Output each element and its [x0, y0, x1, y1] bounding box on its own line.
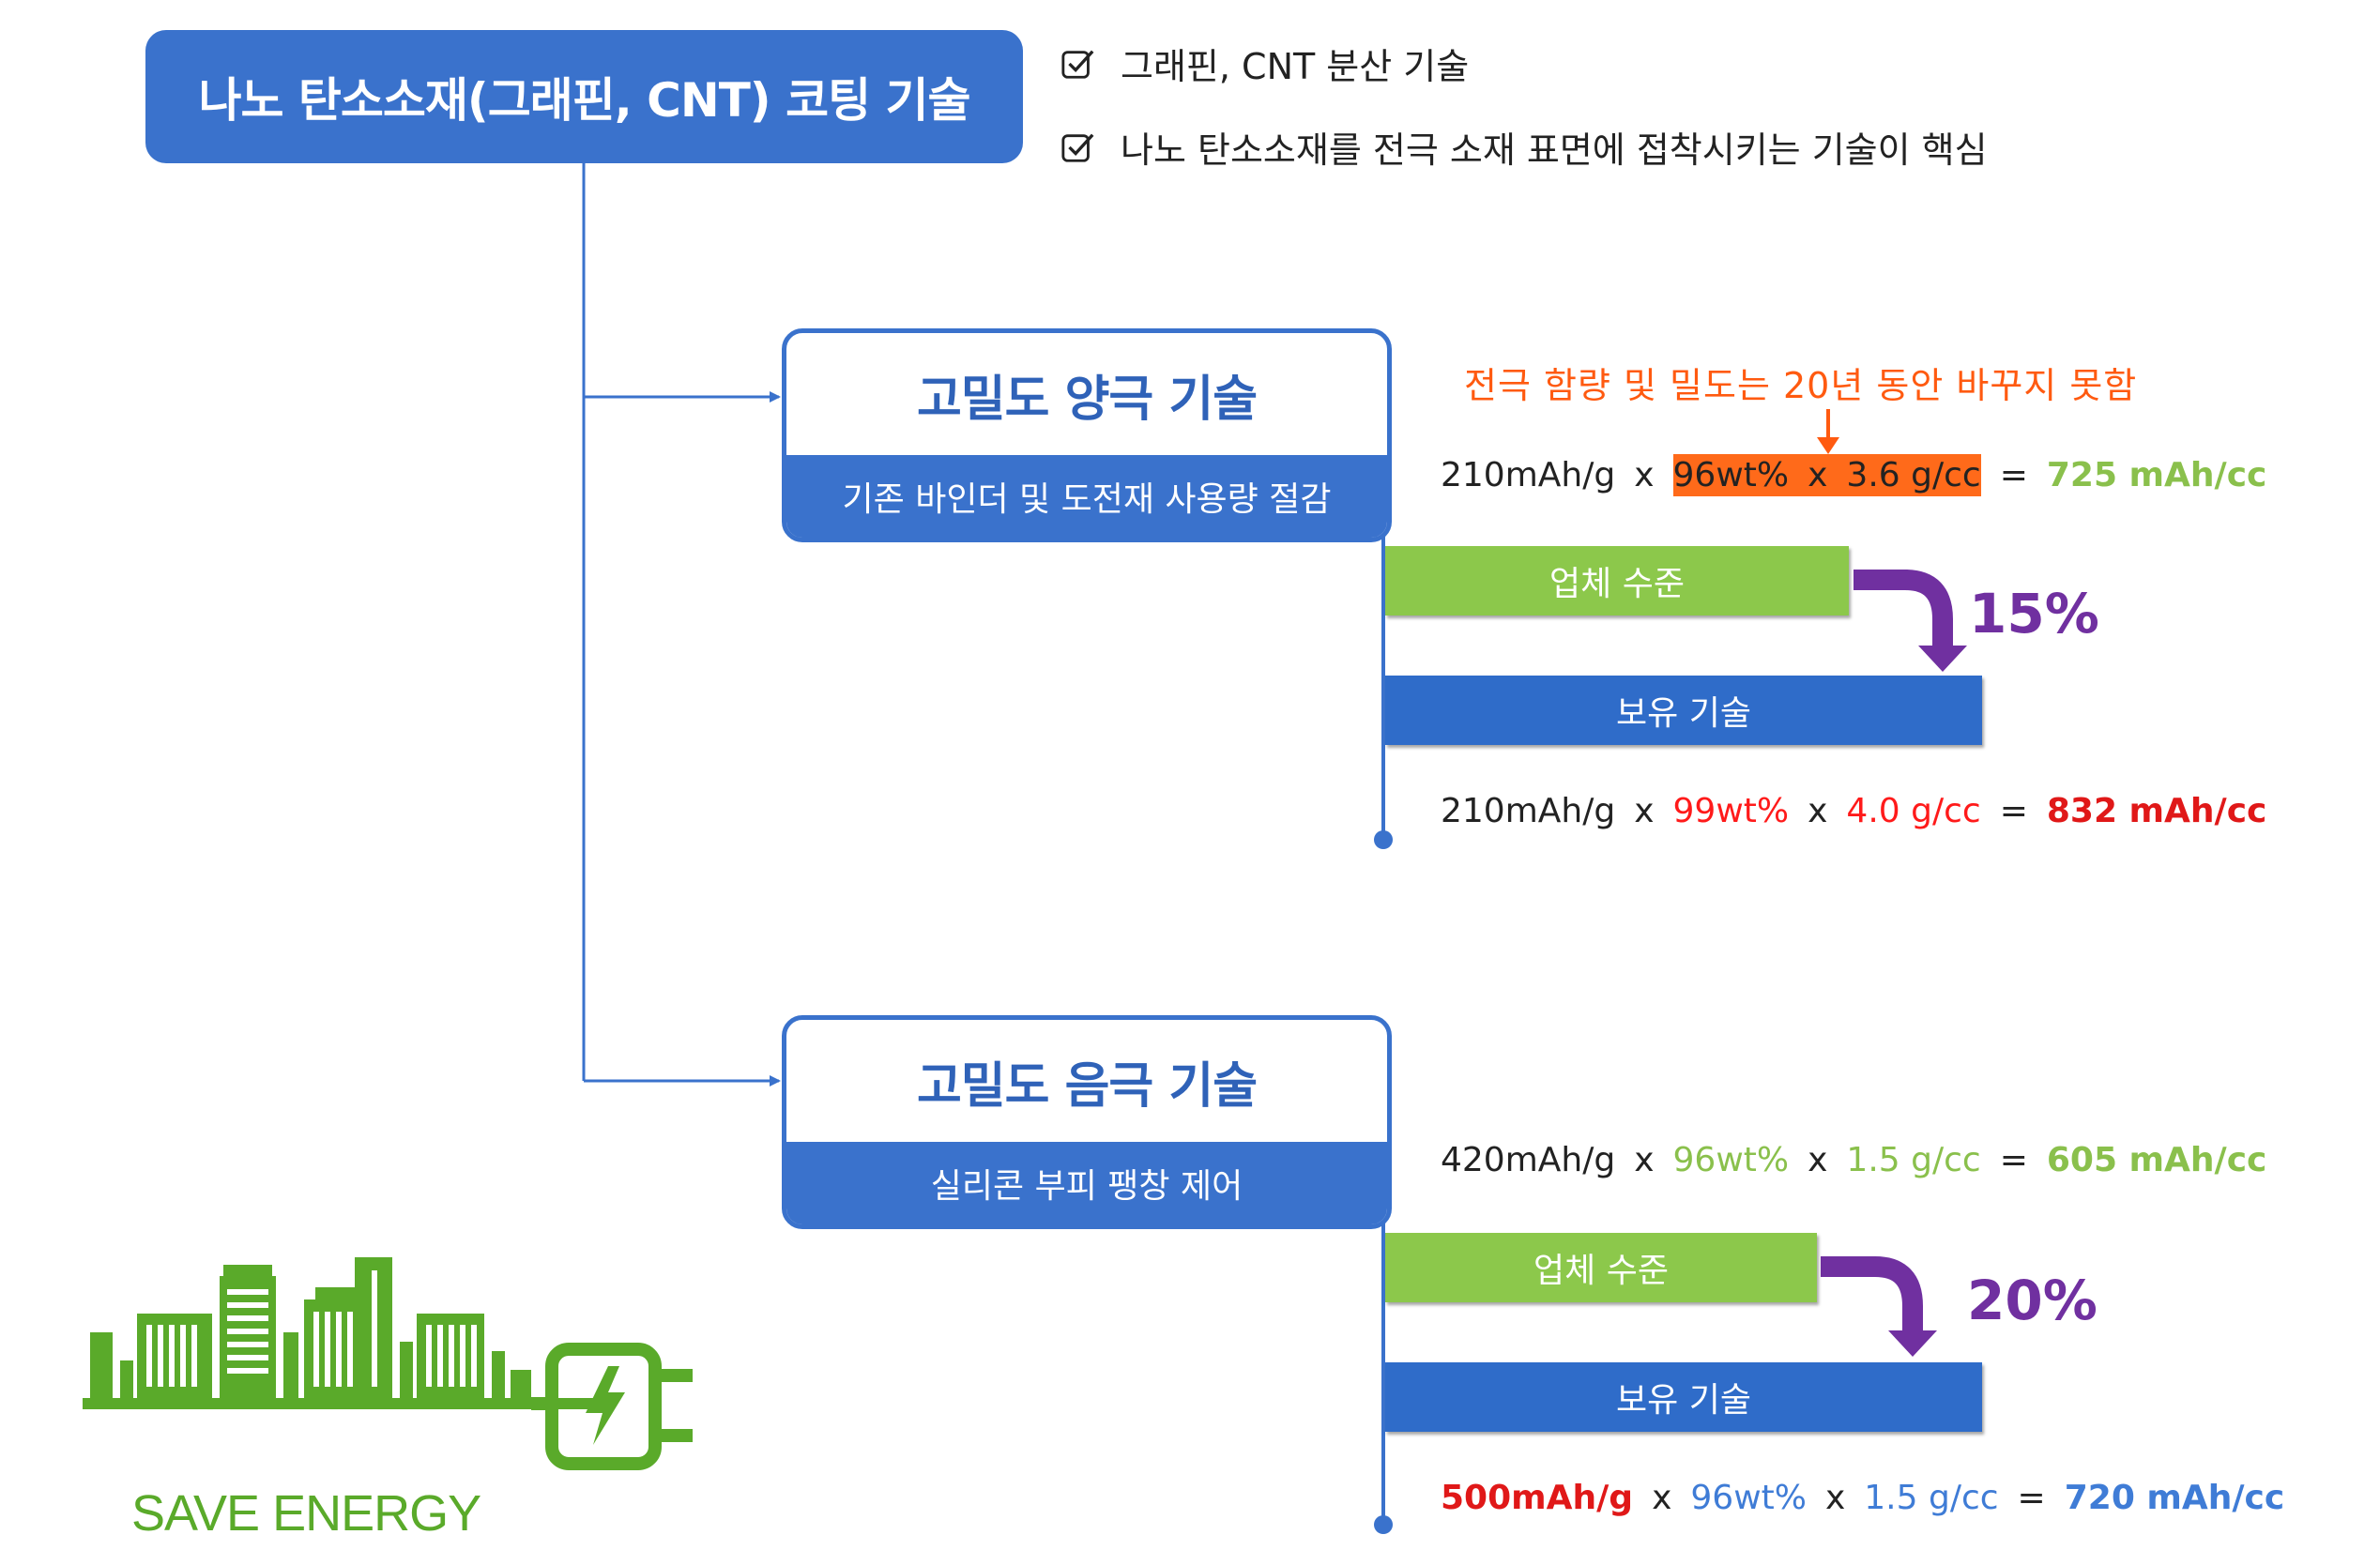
cathode-subtitle: 기존 바인더 및 도전재 사용량 절감	[786, 455, 1387, 538]
cathode-title: 고밀도 양극 기술	[916, 371, 1258, 428]
cathode-industry-formula: 210mAh/g x 96wt% x 3.6 g/cc = 725 mAh/cc	[1441, 454, 2285, 496]
anode-improvement: 20%	[1967, 1269, 2098, 1332]
formula-density: 4.0 g/cc	[1846, 792, 1981, 830]
check-text: 나노 탄소소재를 전극 소재 표면에 접착시키는 기술이 핵심	[1121, 129, 1988, 171]
anode-owned-bar: 보유 기술	[1385, 1362, 1982, 1432]
anode-title: 고밀도 음극 기술	[916, 1057, 1258, 1115]
formula-density: 1.5 g/cc	[1864, 1479, 1999, 1517]
cathode-note: 전극 함량 및 밀도는 20년 동안 바꾸지 못함	[1464, 365, 2138, 406]
check-item: 나노 탄소소재를 전극 소재 표면에 접착시키는 기술이 핵심	[1060, 121, 1988, 173]
formula-times: x	[1652, 1479, 1672, 1517]
cathode-industry-bar: 업체 수준	[1385, 546, 1849, 615]
anode-tech-box: 고밀도 음극 기술 실리콘 부피 팽창 제어	[782, 1015, 1392, 1229]
formula-density: 1.5 g/cc	[1846, 1141, 1981, 1179]
formula-times: x	[1808, 456, 1828, 494]
formula-equals: =	[1999, 456, 2028, 494]
cathode-improvement: 15%	[1969, 582, 2099, 646]
formula-times: x	[1824, 1479, 1846, 1517]
anode-subtitle: 실리콘 부피 팽창 제어	[786, 1142, 1387, 1224]
cathode-owned-bar: 보유 기술	[1385, 676, 1982, 745]
formula-capacity: 210mAh/g	[1441, 456, 1616, 494]
save-energy-text: SAVE ENERGY	[131, 1485, 481, 1542]
checkbox-checked-icon	[1061, 50, 1094, 79]
formula-times: x	[1634, 792, 1655, 830]
check-text: 그래핀, CNT 분산 기술	[1121, 46, 1470, 87]
check-item: 그래핀, CNT 분산 기술	[1060, 38, 1988, 89]
formula-content: 96wt%	[1672, 1141, 1790, 1179]
formula-equals: =	[1999, 1141, 2028, 1179]
formula-capacity: 210mAh/g	[1441, 792, 1616, 830]
check-list: 그래핀, CNT 분산 기술 나노 탄소소재를 전극 소재 표면에 접착시키는 …	[1060, 38, 1988, 173]
formula-capacity: 500mAh/g	[1441, 1479, 1634, 1517]
formula-equals: =	[2017, 1479, 2046, 1517]
formula-times: x	[1634, 456, 1655, 494]
formula-result: 832 mAh/cc	[2046, 792, 2267, 830]
anode-owned-formula: 500mAh/g x 96wt% x 1.5 g/cc = 720 mAh/cc	[1441, 1479, 2303, 1517]
cathode-owned-formula: 210mAh/g x 99wt% x 4.0 g/cc = 832 mAh/cc	[1441, 792, 2285, 830]
cathode-tech-box: 고밀도 양극 기술 기존 바인더 및 도전재 사용량 절감	[782, 328, 1392, 542]
city-skyline-icon	[83, 1257, 693, 1470]
formula-times: x	[1634, 1141, 1655, 1179]
main-title: 나노 탄소소재(그래핀, CNT) 코팅 기술	[145, 30, 1023, 163]
formula-result: 720 mAh/cc	[2064, 1479, 2285, 1517]
checkbox-checked-icon	[1061, 133, 1094, 162]
anode-industry-formula: 420mAh/g x 96wt% x 1.5 g/cc = 605 mAh/cc	[1441, 1141, 2285, 1179]
formula-times: x	[1808, 792, 1828, 830]
formula-capacity: 420mAh/g	[1441, 1141, 1616, 1179]
formula-density: 3.6 g/cc	[1846, 456, 1981, 494]
formula-content: 96wt%	[1690, 1479, 1807, 1517]
formula-content: 99wt%	[1672, 792, 1790, 830]
formula-times: x	[1808, 1141, 1828, 1179]
formula-result: 605 mAh/cc	[2046, 1141, 2267, 1179]
formula-equals: =	[1999, 792, 2028, 830]
formula-highlight: 96wt% x 3.6 g/cc	[1672, 454, 1981, 496]
formula-result: 725 mAh/cc	[2046, 456, 2267, 494]
anode-industry-bar: 업체 수준	[1385, 1233, 1817, 1302]
formula-content: 96wt%	[1672, 456, 1790, 494]
